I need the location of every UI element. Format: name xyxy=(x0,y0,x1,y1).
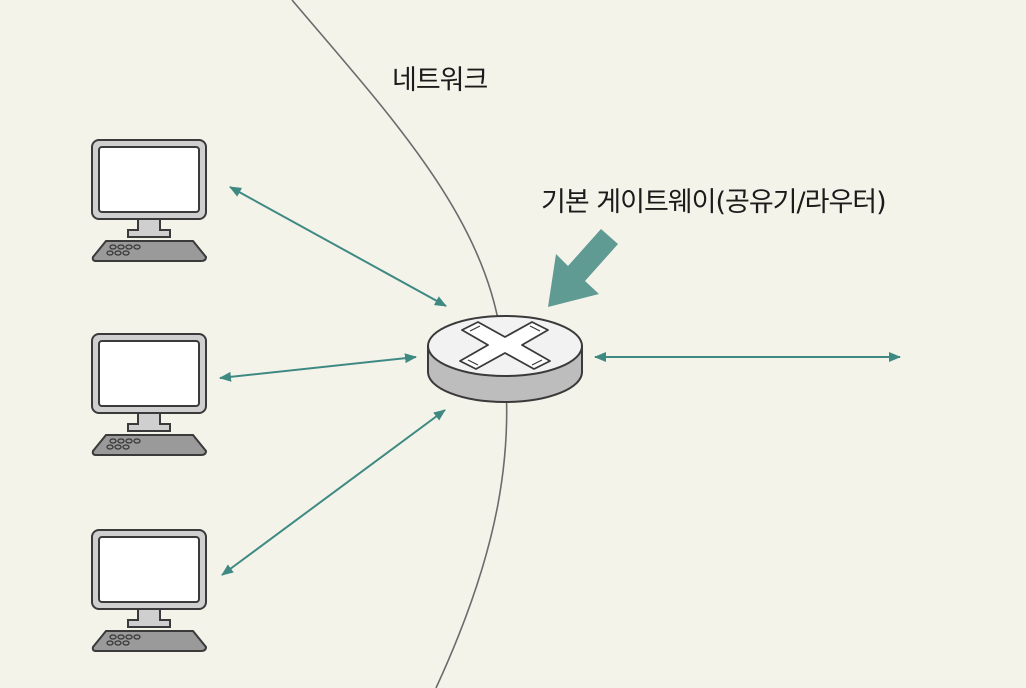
gateway-pointer-arrow xyxy=(548,229,618,307)
router-icon xyxy=(427,315,583,403)
computer-bottom-icon xyxy=(91,529,207,652)
link-top-arrow xyxy=(229,186,447,307)
network-label: 네트워크 xyxy=(392,65,488,96)
computer-middle-icon xyxy=(91,333,207,456)
gateway-label: 기본 게이트웨이(공유기/라우터) xyxy=(541,187,887,218)
link-middle-arrow xyxy=(219,353,417,382)
link-bottom-arrow xyxy=(221,409,446,576)
computer-top-icon xyxy=(91,139,207,262)
